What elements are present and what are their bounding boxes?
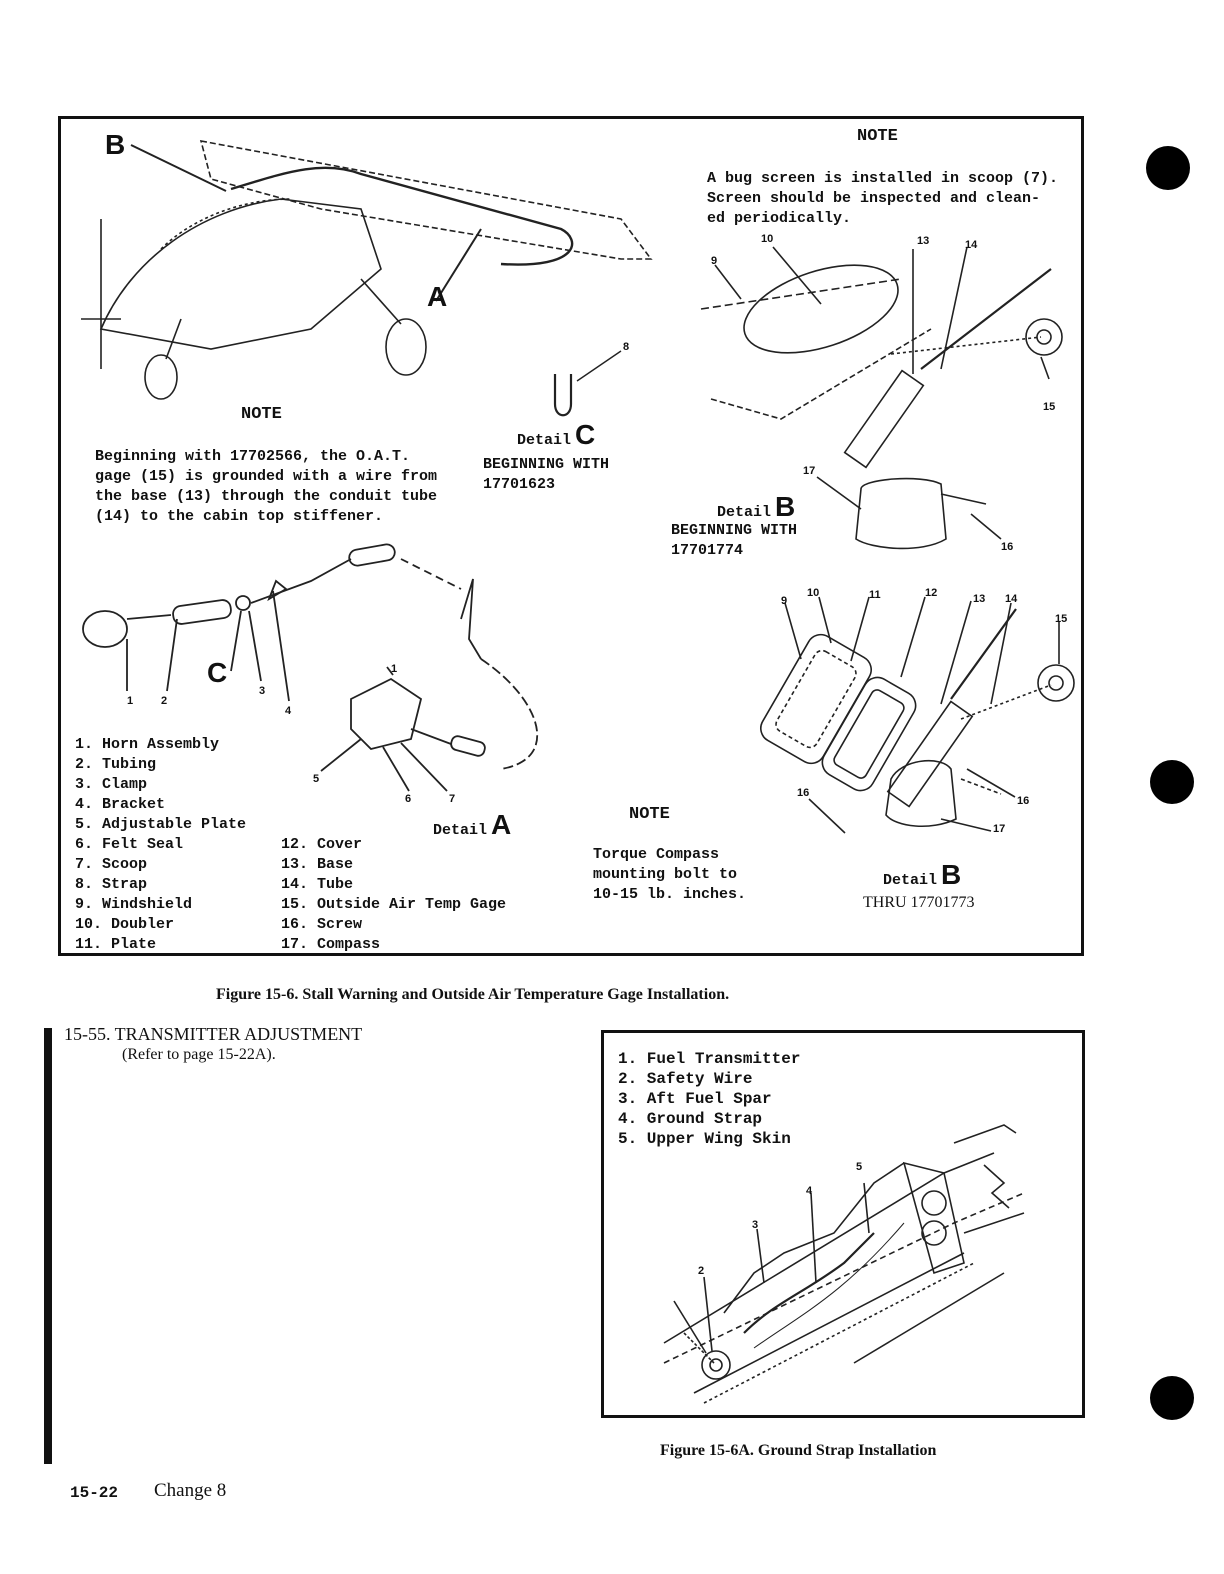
- detail-a-label: Detail A: [433, 809, 512, 840]
- note-text: Torque Compass mounting bolt to 10-15 lb…: [593, 846, 747, 903]
- detail-a-illustration: [82, 543, 539, 792]
- detail-b-top-range: BEGINNING WITH 17701774: [671, 522, 798, 559]
- callout-2: 2: [161, 695, 168, 707]
- callout-13: 13: [973, 593, 986, 605]
- detail-b-top-illustration: [700, 246, 1063, 550]
- view-label-b: B: [105, 129, 126, 160]
- callout-3: 3: [752, 1219, 759, 1231]
- detail-c-range: BEGINNING WITH 17701623: [483, 456, 610, 493]
- figure-15-6-caption: Figure 15-6. Stall Warning and Outside A…: [216, 986, 730, 1003]
- callout-9: 9: [781, 595, 788, 607]
- view-label-a: A: [427, 281, 448, 312]
- section-subtext: (Refer to page 15-22A).: [122, 1046, 276, 1063]
- callout-2: 2: [698, 1265, 705, 1277]
- page-number: 15-22: [70, 1484, 119, 1502]
- view-label-c: C: [207, 657, 228, 688]
- change-bar: [44, 1028, 52, 1464]
- callout-9: 9: [711, 255, 718, 267]
- callout-16: 16: [797, 787, 810, 799]
- callout-17: 17: [993, 823, 1006, 835]
- legend-left: 1. Horn Assembly 2. Tubing 3. Clamp 4. B…: [75, 736, 247, 953]
- note-heading: NOTE: [629, 805, 670, 824]
- callout-12: 12: [925, 587, 938, 599]
- detail-b-bottom-range: THRU 17701773: [863, 894, 975, 911]
- figure-15-6: B A NOTE Beginning with 17702566, the O.…: [58, 116, 1084, 956]
- callout-3: 3: [259, 685, 266, 697]
- note-text: A bug screen is installed in scoop (7). …: [707, 170, 1059, 227]
- callout-1: 1: [391, 663, 398, 675]
- binder-hole: [1146, 146, 1190, 190]
- callout-13: 13: [917, 235, 930, 247]
- note-heading: NOTE: [241, 405, 282, 424]
- detail-c-label: Detail C: [517, 419, 596, 450]
- section-heading: 15-55. TRANSMITTER ADJUSTMENT: [64, 1024, 363, 1044]
- callout-14: 14: [1005, 593, 1018, 605]
- note-text: Beginning with 17702566, the O.A.T. gage…: [95, 448, 438, 525]
- binder-hole: [1150, 760, 1194, 804]
- callout-8: 8: [623, 341, 630, 353]
- callout-17: 17: [803, 465, 816, 477]
- callout-5: 5: [313, 773, 320, 785]
- detail-b-bottom-label: Detail B: [883, 859, 962, 890]
- ground-strap-illustration: [663, 1124, 1025, 1404]
- legend-right: 12. Cover 13. Base 14. Tube 15. Outside …: [281, 836, 507, 953]
- callout-16: 16: [1017, 795, 1030, 807]
- strap-illustration: [553, 350, 622, 417]
- note-heading: NOTE: [857, 127, 898, 146]
- detail-b-bottom-illustration: [760, 596, 1075, 834]
- airplane-overview-illustration: [81, 139, 653, 400]
- change-number: Change 8: [154, 1480, 227, 1501]
- callout-7: 7: [449, 793, 456, 805]
- callout-6: 6: [405, 793, 412, 805]
- callout-4: 4: [285, 705, 292, 717]
- callout-1: 1: [127, 695, 134, 707]
- callout-10: 10: [761, 233, 774, 245]
- figure-15-6a-caption: Figure 15-6A. Ground Strap Installation: [660, 1442, 937, 1459]
- callout-14: 14: [965, 239, 978, 251]
- detail-b-top-label: Detail B: [717, 491, 796, 522]
- callout-15: 15: [1043, 401, 1056, 413]
- callout-4: 4: [806, 1185, 813, 1197]
- binder-hole: [1150, 1376, 1194, 1420]
- callout-15: 15: [1055, 613, 1068, 625]
- callout-16: 16: [1001, 541, 1014, 553]
- figure-15-6a: 1. Fuel Transmitter 2. Safety Wire 3. Af…: [601, 1030, 1085, 1418]
- figure-15-6a-legend: 1. Fuel Transmitter 2. Safety Wire 3. Af…: [618, 1050, 801, 1148]
- callout-10: 10: [807, 587, 820, 599]
- callout-11: 11: [869, 589, 881, 601]
- callout-5: 5: [856, 1161, 863, 1173]
